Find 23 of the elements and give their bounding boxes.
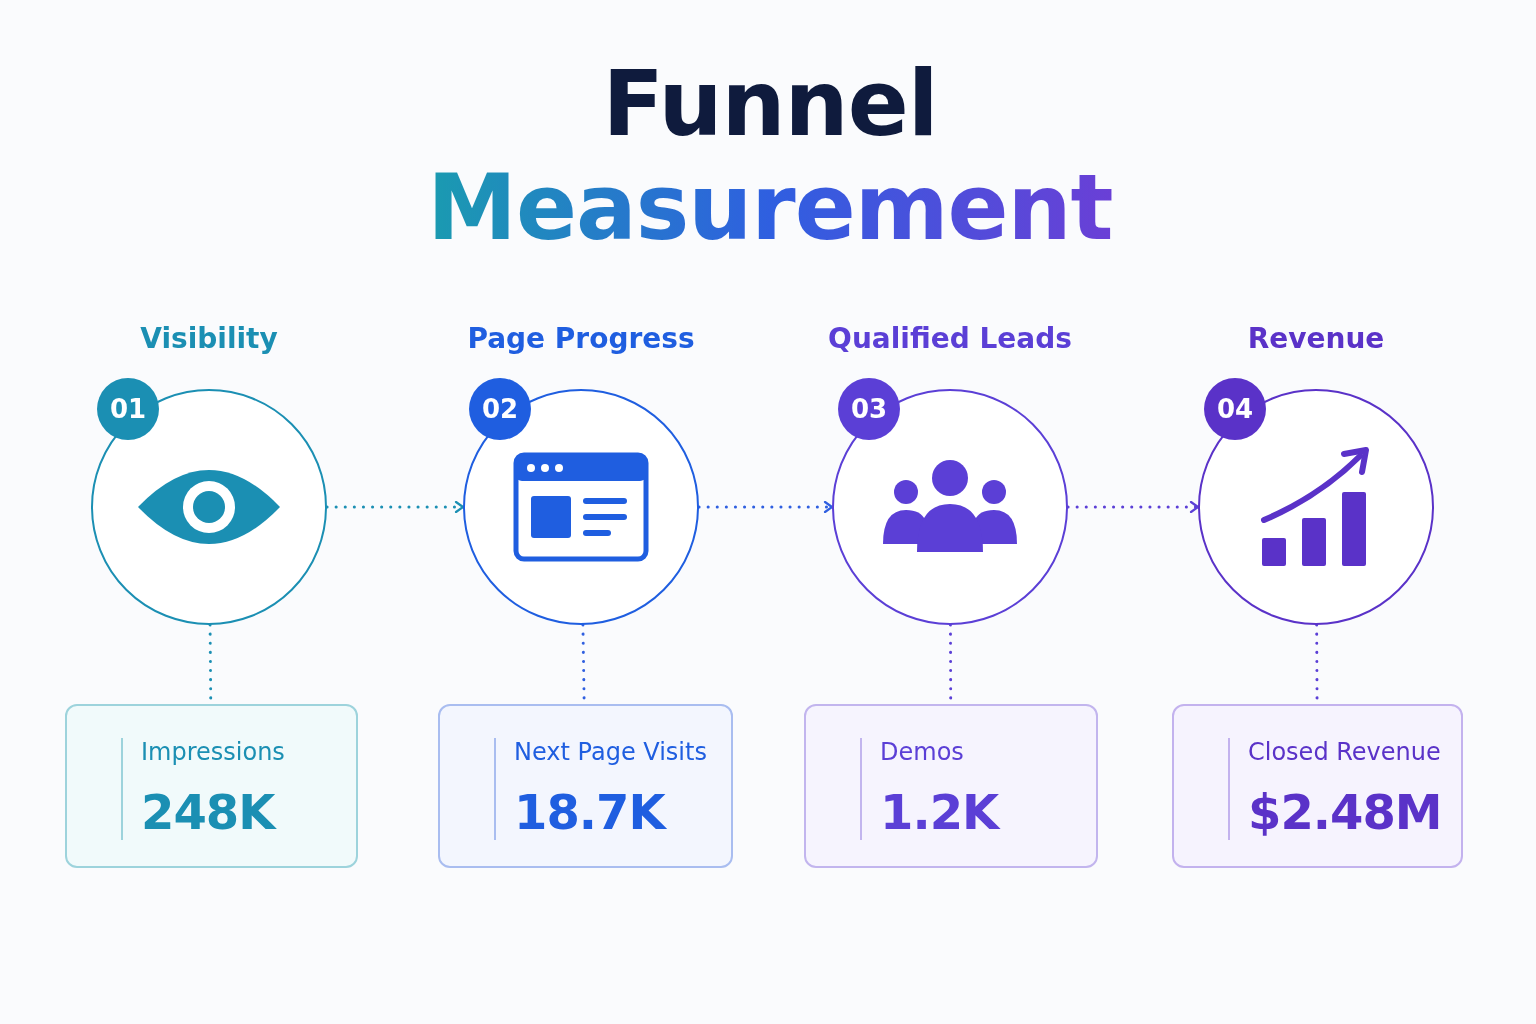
arrow	[697, 500, 834, 514]
step-number-badge: 04	[1204, 378, 1266, 440]
metric-value: 248K	[141, 784, 275, 840]
metric-label: Next Page Visits	[514, 738, 707, 766]
metric-value: 1.2K	[880, 784, 999, 840]
step-number-badge: 03	[838, 378, 900, 440]
stage-heading: Visibility	[140, 322, 278, 355]
arrow	[325, 500, 465, 514]
metric-value: 18.7K	[514, 784, 665, 840]
metric-label: Impressions	[141, 738, 285, 766]
metric-card	[438, 704, 733, 868]
metric-label: Demos	[880, 738, 964, 766]
step-number-badge: 02	[469, 378, 531, 440]
metric-label: Closed Revenue	[1248, 738, 1441, 766]
metric-card	[804, 704, 1098, 868]
step-number-badge: 01	[97, 378, 159, 440]
metric-card	[65, 704, 358, 868]
arrow	[1066, 500, 1200, 514]
stage-heading: Qualified Leads	[828, 322, 1072, 355]
stage-heading: Revenue	[1247, 322, 1385, 355]
metric-value: $2.48M	[1248, 784, 1442, 840]
metric-card	[1172, 704, 1463, 868]
stage-heading: Page Progress	[467, 322, 695, 355]
